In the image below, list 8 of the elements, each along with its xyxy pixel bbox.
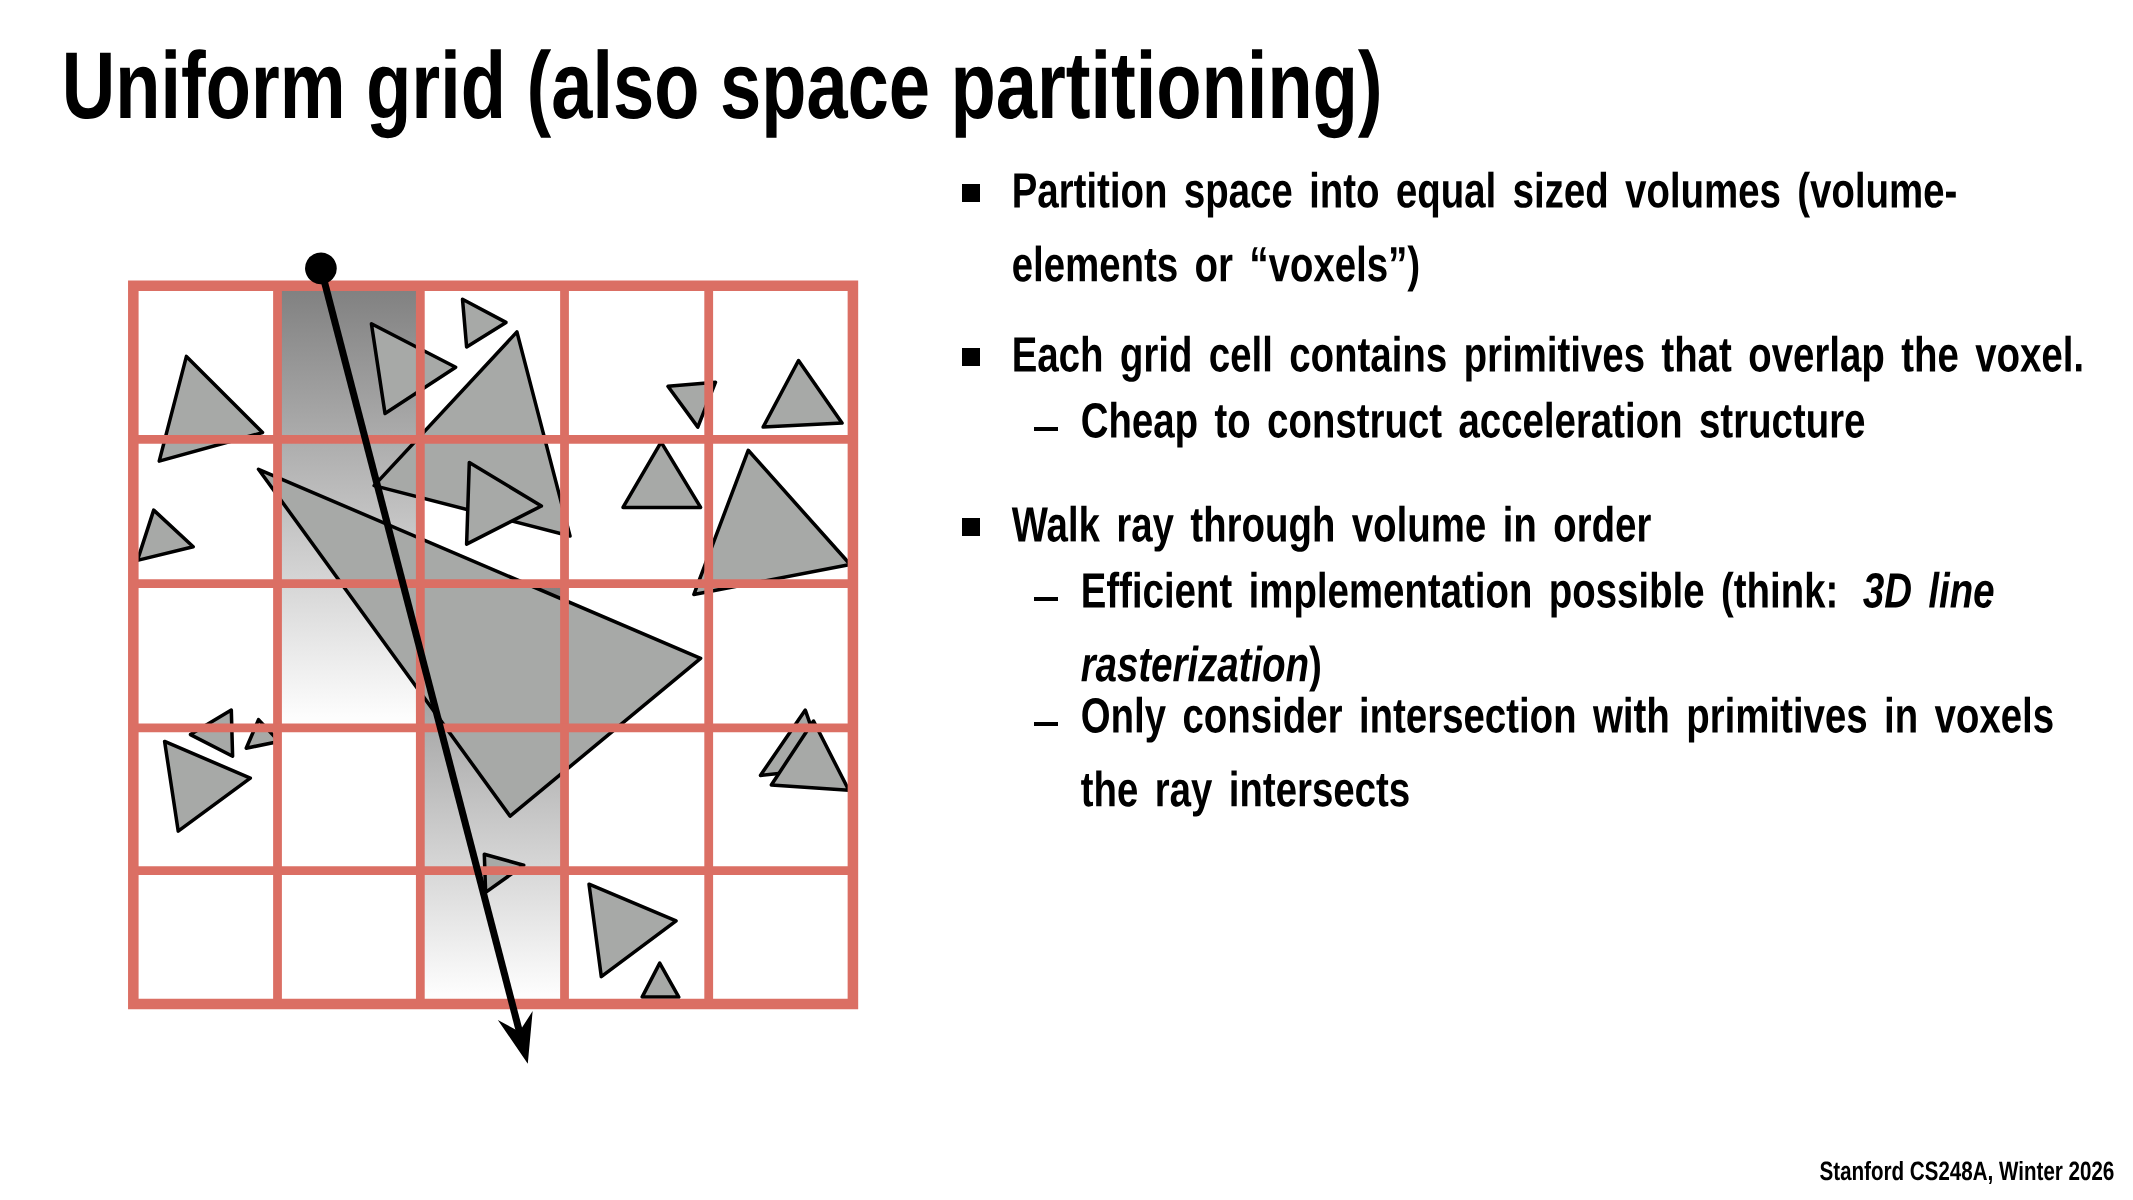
bullet-text: Partition space into equal sized volumes (volume-elements or “voxels”) xyxy=(1013,171,1956,292)
footer-text: Stanford CS248A, Winter 2026 xyxy=(1820,1160,2114,1185)
bullet-text: Each grid cell contains primitives that overlap the voxel. xyxy=(1014,335,2082,382)
title: Uniform grid (also space partitioning) xyxy=(66,49,1379,139)
sub-bullet-text: Efficient implementation possible (think: 3D line rasterization) xyxy=(1081,571,1994,692)
sub-bullet-text: Cheap to construct acceleration structure xyxy=(1082,401,1865,448)
sub-bullet-text: Only consider intersection with primitives in voxels the ray intersects xyxy=(1081,696,2053,817)
bullet-text: Walk ray through volume in order xyxy=(1011,505,1651,552)
